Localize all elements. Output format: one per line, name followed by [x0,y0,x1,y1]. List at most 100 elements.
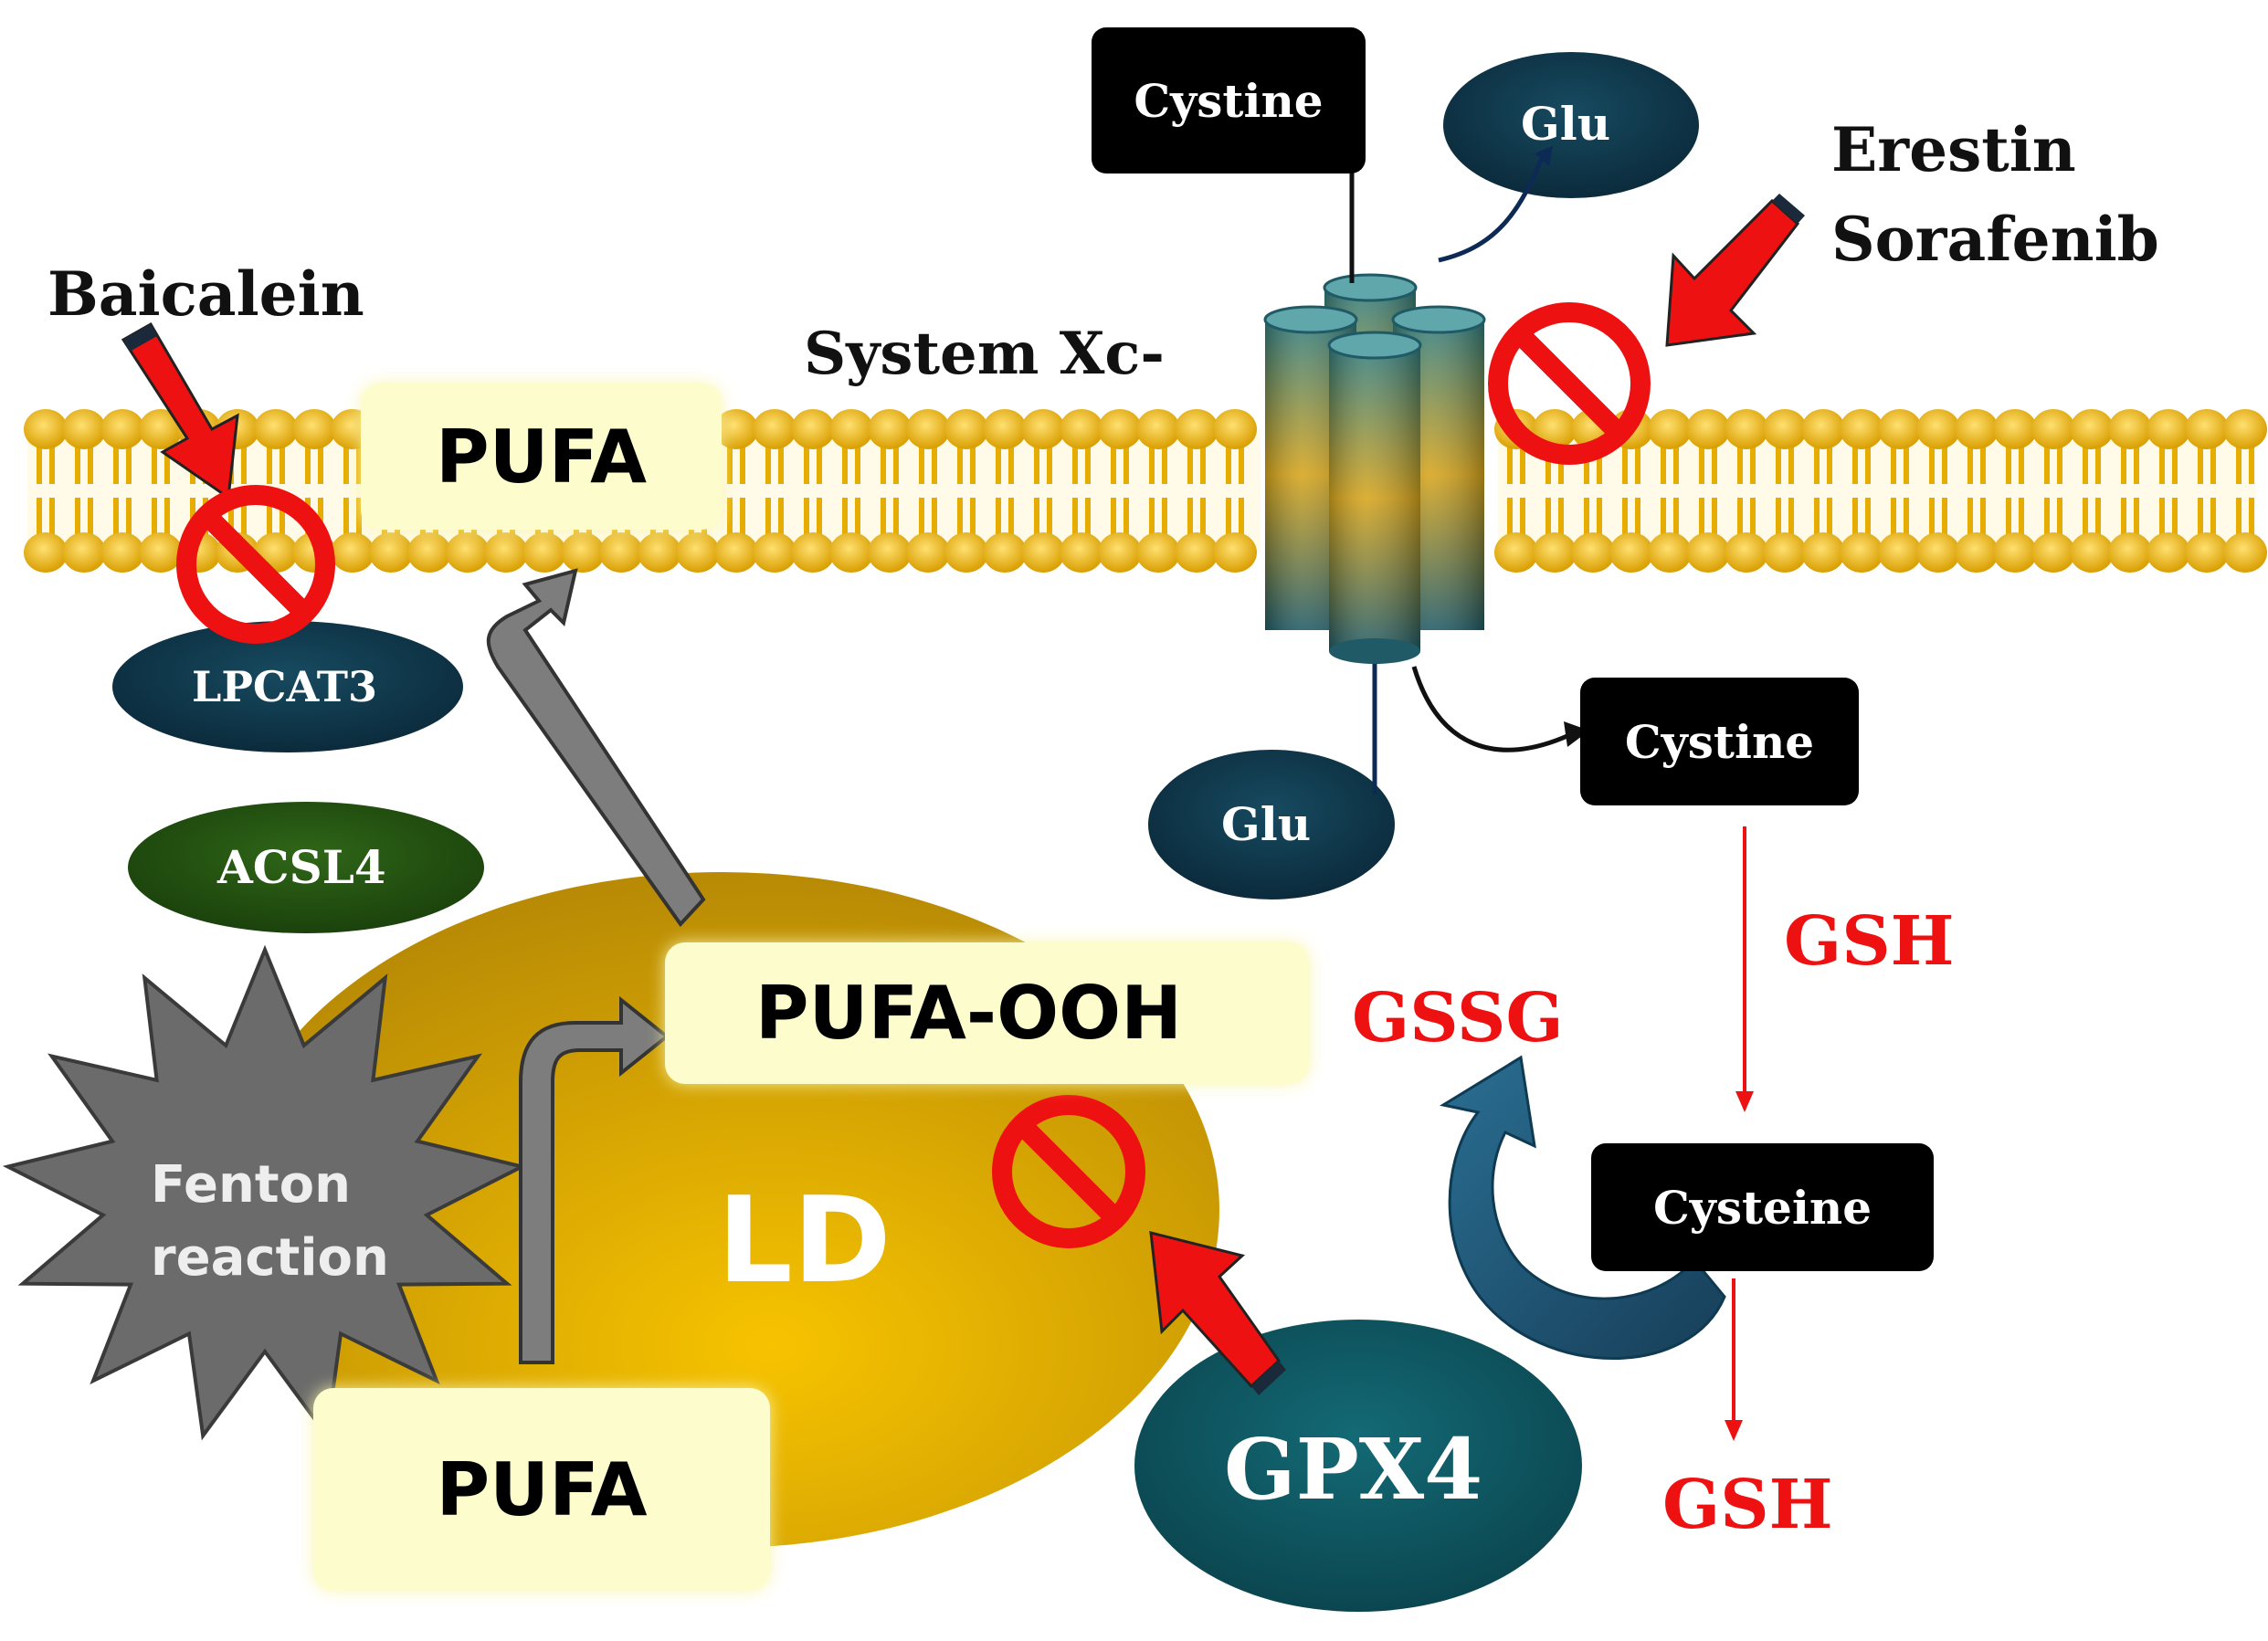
lipid-head [1098,532,1142,573]
lipid-head [254,409,298,449]
cysteine-text: Cysteine [1652,1180,1872,1235]
lipid-head [446,532,490,573]
lipid-head [2108,532,2152,573]
inhibit-sign-pufa-ooh [992,1095,1145,1248]
fenton-line2: reaction [151,1228,389,1288]
lipid-head [1175,409,1218,449]
lipid-head [1840,532,1883,573]
pufa-bottom-text: PUFA [436,1446,648,1532]
pufa-bottom-box: PUFA [313,1388,770,1591]
lipid-head [1648,409,1692,449]
glu-efflux-arrowhead [1535,146,1553,166]
ld-label: LD [717,1171,891,1310]
lipid-head [62,409,106,449]
lipid-head [1878,409,1922,449]
lipid-head [2031,409,2075,449]
erastin-label: Erestin [1831,114,2076,185]
xc-cylinder [1327,331,1422,664]
lipid-head [2070,409,2114,449]
lipid-head [714,409,758,449]
gray-arrow-to-membrane-pufa [486,568,706,928]
lipid-head [1060,409,1103,449]
lipid-head [714,532,758,573]
lipid-head [868,532,912,573]
pufa-membrane-box: PUFA [361,384,722,530]
lipid-head [906,409,950,449]
lipid-head [1840,409,1883,449]
lipid-head [484,532,528,573]
lipid-head [906,532,950,573]
gsh-lower-text: GSH [1662,1466,1833,1544]
cystine-influx-arrow [1411,666,1571,752]
lipid-head [1136,409,1180,449]
pufa-ooh-box: PUFA-OOH [665,942,1309,1084]
glu-outside-text: Glu [1521,97,1611,151]
lipid-head [1801,409,1845,449]
lipid-head [2223,409,2267,449]
red-arrow-gpx4 [1149,1231,1286,1395]
lipid-head [791,532,835,573]
cysteine-box: Cysteine [1591,1143,1934,1271]
lipid-head [331,532,374,573]
lipid-head [753,409,796,449]
lipid-head [1955,532,1999,573]
lipid-head [561,532,605,573]
red-arrow-erastin [1665,194,1805,347]
lipid-head [829,409,873,449]
lipid-head [292,409,336,449]
lipid-head [2147,532,2190,573]
lipid-head [1916,409,1960,449]
lipid-head [868,409,912,449]
lipid-head [1763,409,1807,449]
lipid-head [24,532,68,573]
cystine-to-cysteine-arrowhead [1735,1091,1754,1112]
red-arrow-baicalein [121,321,239,500]
cystine-outside-box: Cystine [1092,27,1366,174]
lipid-head [1021,409,1065,449]
gssg-recycle-arrow [1439,1055,1726,1360]
lipid-head [62,532,106,573]
glu-outside-ellipse [1443,52,1699,198]
glu-efflux-arrow [1438,153,1546,263]
lipid-head [983,532,1027,573]
lipid-head [1213,532,1257,573]
lpcat3-text: LPCAT3 [192,662,377,711]
lipid-head [1801,532,1845,573]
lipid-head [1993,409,2037,449]
lipid-head [753,532,796,573]
lipid-head [944,409,988,449]
lipid-head [1136,532,1180,573]
cystine-inside-box: Cystine [1580,678,1859,805]
acsl4-ellipse [128,802,484,933]
lpcat3-ellipse [112,621,463,752]
lipid-head [1571,532,1615,573]
lipid-head [944,532,988,573]
lipid-head [139,409,183,449]
lipid-head [829,532,873,573]
baicalein-label: Baicalein [47,258,364,330]
fenton-line1: Fenton [151,1155,351,1215]
lipid-head [599,532,643,573]
lipid-head [2108,409,2152,449]
lipid-head [1175,532,1218,573]
lipid-head [2031,532,2075,573]
lipid-head [100,409,144,449]
pufa-ooh-text: PUFA-OOH [754,971,1183,1056]
gsh-upper-text: GSH [1784,902,1955,981]
lipid-head [24,409,68,449]
lipid-head [522,532,566,573]
lipid-head [1686,532,1730,573]
acsl4-text: ACSL4 [217,840,386,894]
lipid-head [1763,532,1807,573]
fenton-starburst [2,944,528,1441]
lipid-head [139,532,183,573]
system-xc-transporter [1263,273,1486,664]
lipid-head [2070,532,2114,573]
lipid-head [2185,532,2229,573]
inhibit-sign-system-xc [1488,302,1651,465]
lipid-head [1993,532,2037,573]
pufa-membrane-text: PUFA [436,414,647,500]
lipid-head [1098,409,1142,449]
lipid-head [1955,409,1999,449]
